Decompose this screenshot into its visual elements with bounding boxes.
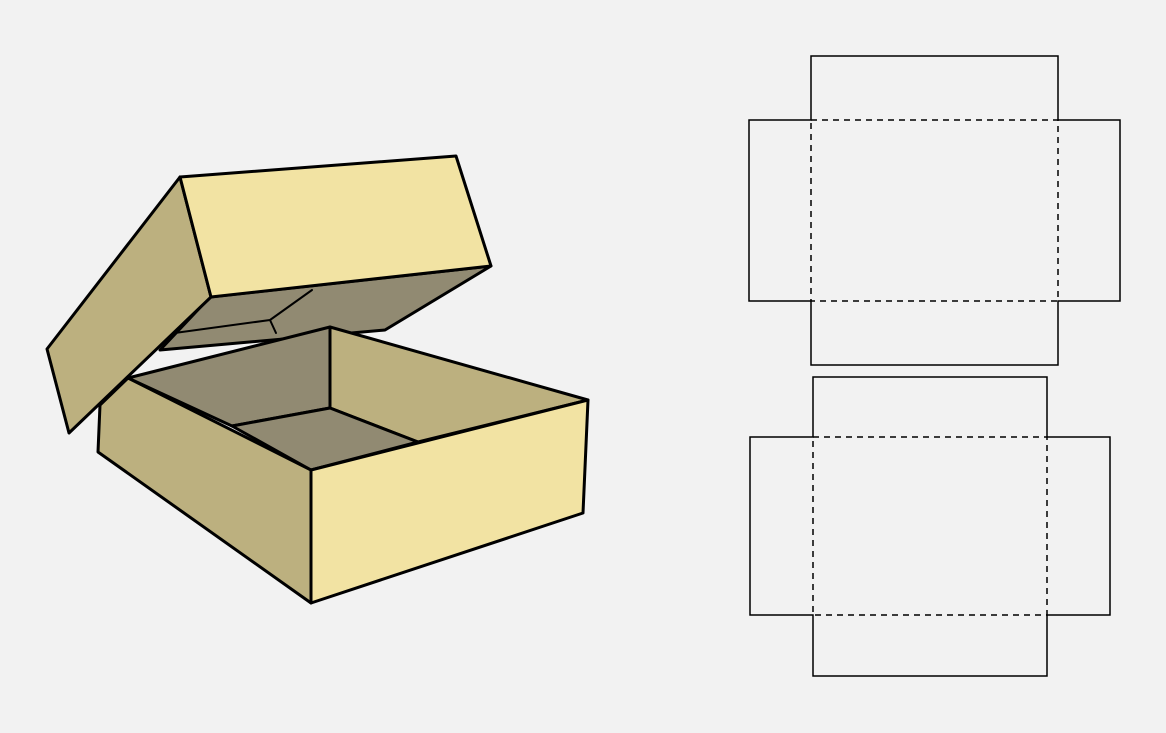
open-box-illustration [45,154,590,605]
lid-dieline-fold-lines [810,119,1059,302]
base-dieline [749,376,1111,677]
base-left-wall [96,376,313,605]
lid-top-panel [178,154,493,299]
base-dieline-fold-lines [812,436,1048,616]
base-front-wall [309,398,590,605]
lid-dieline [748,55,1121,366]
lid-interior-crease [269,319,277,334]
